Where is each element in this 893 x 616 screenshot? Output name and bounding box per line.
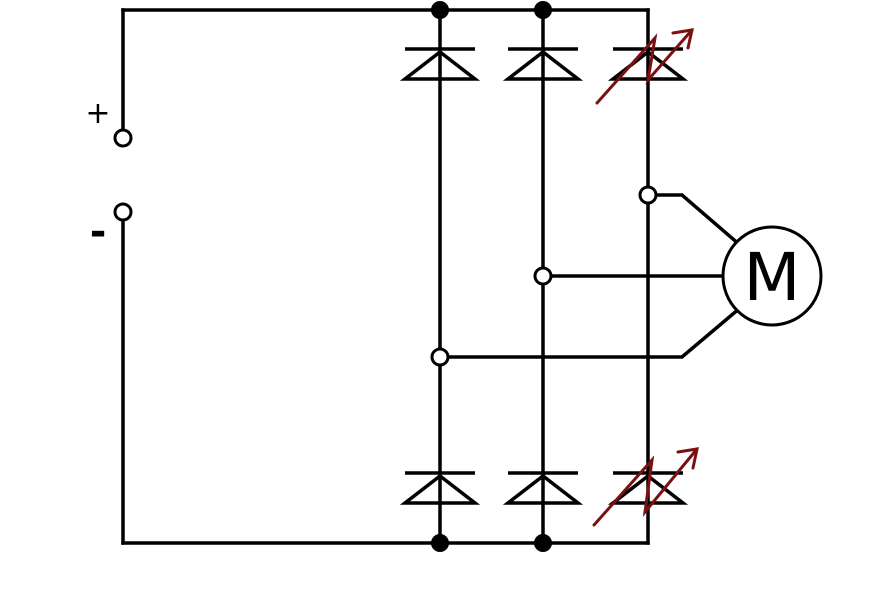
phase-c-wire — [438, 305, 743, 359]
motor-label: M — [744, 239, 801, 316]
motor-connections — [438, 193, 743, 359]
fault-markers — [592, 28, 699, 527]
junction-dot — [431, 534, 449, 552]
plus-label: + — [85, 96, 110, 131]
open-connection-points — [113, 128, 658, 367]
upper-middle-diode — [502, 47, 584, 81]
outer-wiring — [121, 8, 650, 545]
phase-a-wire — [646, 193, 743, 248]
motor: M — [721, 225, 823, 327]
lower-fault-arrow-icon — [592, 447, 699, 527]
junction-dot — [534, 534, 552, 552]
junction-dot — [431, 1, 449, 19]
upper-fault-arrow-icon — [595, 28, 694, 105]
solid-junctions — [431, 1, 552, 552]
lower-middle-diode — [502, 471, 584, 505]
minus-label: - — [90, 209, 107, 255]
motor-circle — [721, 225, 823, 327]
lower-left-diode — [399, 471, 481, 505]
phase-a-node — [638, 185, 658, 205]
phase-b-node — [533, 266, 553, 286]
junction-dot — [534, 1, 552, 19]
phase-c-node — [430, 347, 450, 367]
upper-left-diode — [399, 47, 481, 81]
negative-terminal — [113, 202, 133, 222]
positive-terminal — [113, 128, 133, 148]
